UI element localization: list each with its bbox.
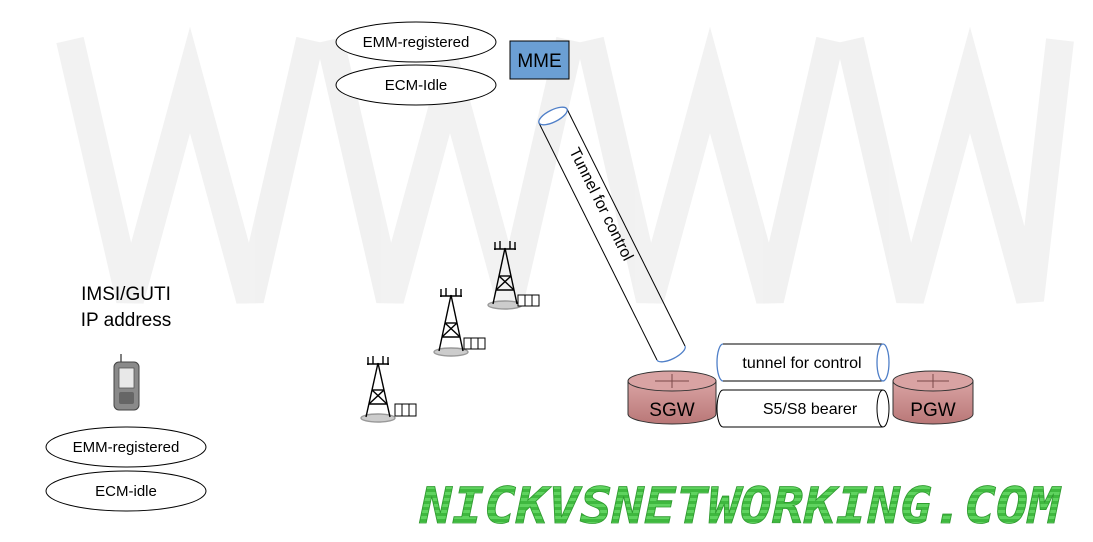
mobile-phone-icon — [113, 354, 140, 411]
ue-identity-line2: IP address — [81, 310, 171, 331]
mme-node: MME — [509, 40, 570, 80]
equipment-box — [463, 337, 486, 350]
ue-identity-line1: IMSI/GUTI — [81, 284, 171, 305]
mme-ecm-state-label: ECM-Idle — [385, 77, 448, 94]
sgw-pgw-control-label: tunnel for control — [742, 355, 861, 372]
router-icon — [655, 374, 689, 388]
mme-label: MME — [517, 51, 561, 72]
ue-ecm-state: ECM-idle — [45, 470, 207, 512]
pgw-node: PGW — [892, 370, 974, 425]
enodeb-3 — [360, 356, 417, 423]
cell-tower-icon — [433, 288, 469, 357]
equipment-box — [394, 403, 417, 417]
ue-emm-state: EMM-registered — [45, 426, 207, 468]
site-watermark: NICKVSNETWORKING.COM — [419, 477, 1062, 535]
mme-ecm-state: ECM-Idle — [335, 64, 497, 106]
router-icon — [917, 374, 949, 388]
ue-ecm-state-label: ECM-idle — [95, 483, 157, 500]
s5-s8-bearer-tunnel: S5/S8 bearer — [716, 389, 890, 428]
enodeb-1 — [487, 241, 540, 310]
s5-s8-bearer-label: S5/S8 bearer — [763, 401, 858, 418]
sgw-node: SGW — [627, 370, 717, 425]
enodeb-2 — [433, 288, 486, 357]
ue-emm-state-label: EMM-registered — [73, 439, 180, 456]
pgw-label: PGW — [910, 400, 955, 421]
background-watermark — [56, 26, 1074, 304]
equipment-box — [517, 294, 540, 307]
sgw-pgw-control-tunnel: tunnel for control — [716, 343, 890, 382]
cell-tower-icon — [360, 356, 396, 423]
mme-emm-state-label: EMM-registered — [363, 34, 470, 51]
sgw-label: SGW — [649, 400, 694, 421]
mme-emm-state: EMM-registered — [335, 21, 497, 63]
